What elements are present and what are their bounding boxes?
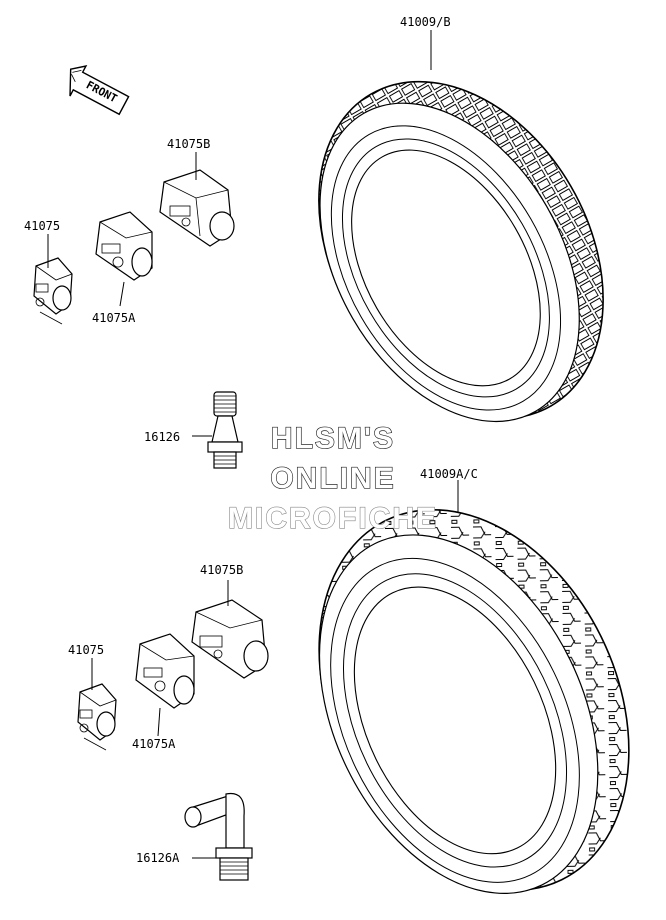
part-number-41009b: 41009/B xyxy=(400,15,451,29)
part-number-41075a-bottom: 41075A xyxy=(132,737,176,751)
part-number-41075b-bottom: 41075B xyxy=(200,563,243,577)
watermark: HLSM'S ONLINE MICROFICHE xyxy=(227,421,438,535)
part-number-41075-bottom: 41075 xyxy=(68,643,104,657)
part-number-41009ac: 41009A/C xyxy=(420,467,478,481)
tire-valve-angled xyxy=(184,792,253,881)
rear-tire xyxy=(318,508,630,894)
leader-lines xyxy=(47,30,459,859)
balance-weight-41075a-top xyxy=(95,211,153,281)
front-tire xyxy=(318,80,604,423)
watermark-line-3: MICROFICHE xyxy=(228,502,438,535)
part-number-16126a: 16126A xyxy=(136,851,180,865)
balance-weight-41075-top xyxy=(33,257,73,325)
balance-weight-41075a-bottom xyxy=(135,633,195,709)
watermark-line-1: HLSM'S xyxy=(271,422,395,455)
front-direction-arrow: FRONT xyxy=(69,65,130,116)
balance-weight-41075-bottom xyxy=(77,683,117,751)
balance-weight-41075b-bottom xyxy=(191,599,269,679)
part-number-41075a-top: 41075A xyxy=(92,311,136,325)
watermark-line-2: ONLINE xyxy=(270,462,395,495)
part-number-41075-top: 41075 xyxy=(24,219,60,233)
part-number-41075b-top: 41075B xyxy=(167,137,210,151)
part-number-16126: 16126 xyxy=(144,430,180,444)
part-labels: 41009/B 41075B 41075 41075A 16126 41009A… xyxy=(24,15,478,865)
tire-valve-straight xyxy=(207,391,243,469)
balance-weight-41075b-top xyxy=(159,169,235,247)
